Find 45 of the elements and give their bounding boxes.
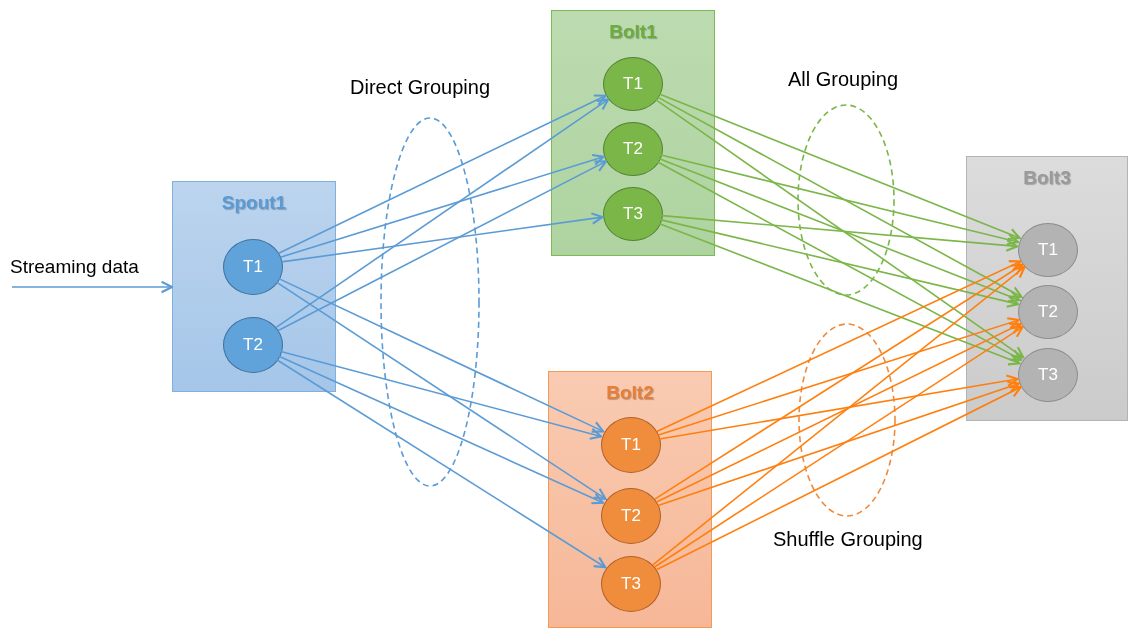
- component-title: Bolt3: [1022, 167, 1072, 189]
- arrow: [652, 265, 1026, 566]
- arrow: [275, 98, 610, 329]
- arrow: [277, 94, 607, 254]
- arrow: [654, 263, 1024, 500]
- task-circle: T1: [603, 57, 663, 111]
- component-box: [966, 156, 1128, 421]
- component-title: Spout1: [220, 192, 288, 214]
- task-circle: T2: [601, 488, 661, 544]
- grouping-label: Shuffle Grouping: [773, 528, 923, 551]
- arrow: [278, 277, 605, 433]
- arrow: [275, 281, 607, 500]
- arrow: [660, 154, 1020, 246]
- task-circle: T1: [601, 417, 661, 473]
- arrow: [280, 350, 603, 440]
- arrow: [276, 358, 607, 569]
- arrow: [661, 214, 1019, 252]
- component-box: [551, 10, 715, 256]
- arrow: [280, 212, 604, 263]
- arrow: [278, 355, 605, 505]
- arrow: [655, 386, 1022, 571]
- task-circle: T2: [223, 317, 283, 373]
- task-circle: T3: [601, 556, 661, 612]
- arrow: [656, 260, 1022, 433]
- component-title: Bolt2: [605, 382, 655, 404]
- task-circle: T2: [1018, 285, 1078, 339]
- task-circle: T1: [223, 239, 283, 295]
- grouping-label: Direct Grouping: [350, 76, 491, 99]
- task-circle: T2: [603, 122, 663, 176]
- task-circle: T3: [1018, 348, 1078, 402]
- arrow: [657, 317, 1020, 436]
- arrow: [657, 380, 1020, 507]
- component-title: Bolt1: [608, 21, 658, 43]
- component-box: [172, 181, 336, 392]
- task-circle: T1: [1018, 223, 1078, 277]
- arrow: [277, 160, 608, 332]
- arrow: [655, 322, 1022, 503]
- component-box: [548, 371, 712, 628]
- arrow: [658, 374, 1019, 440]
- arrow: [279, 153, 605, 258]
- arrow: [11, 280, 174, 294]
- task-circle: T3: [603, 187, 663, 241]
- arrow: [660, 219, 1020, 308]
- grouping-label: All Grouping: [788, 68, 899, 91]
- arrow: [653, 325, 1024, 568]
